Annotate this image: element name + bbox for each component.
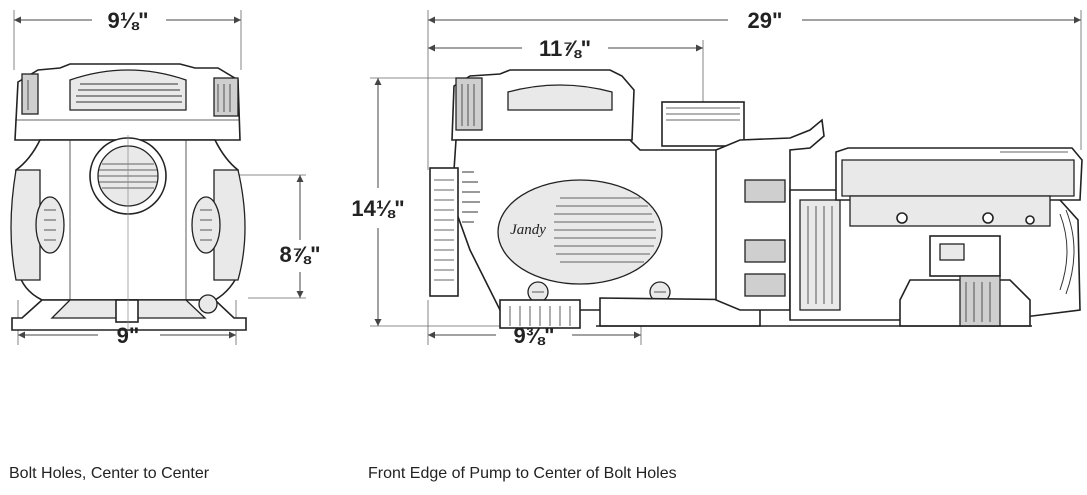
- dim-label-overall-length: 29": [748, 8, 783, 33]
- dim-height: 14⅛": [351, 78, 405, 326]
- dim-label-bolt-center: 9": [117, 323, 140, 348]
- dim-label-front-to-outlet: 11⅞": [539, 36, 591, 61]
- dim-label-front-to-bolt: 9⅜": [513, 323, 554, 348]
- caption-bolt-holes: Bolt Holes, Center to Center: [9, 465, 210, 482]
- dim-inlet-height: 8⅞": [279, 175, 321, 298]
- brand-logo-text: Jandy: [510, 222, 546, 238]
- dim-label-top-width: 9⅛": [107, 8, 148, 33]
- dim-front-to-bolt: 9⅜": [428, 323, 641, 348]
- dim-label-inlet-height: 8⅞": [279, 242, 320, 267]
- dim-label-height: 14⅛": [351, 196, 404, 221]
- front-view-pump: [10, 10, 306, 345]
- caption-front-edge: Front Edge of Pump to Center of Bolt Hol…: [368, 465, 677, 482]
- dim-overall-length: 29": [428, 8, 1081, 33]
- dim-front-to-outlet: 11⅞": [428, 36, 703, 61]
- side-view-pump: Jandy: [370, 10, 1083, 345]
- dim-bolt-center: 9": [18, 323, 236, 348]
- dim-top-width: 9⅛": [14, 8, 241, 33]
